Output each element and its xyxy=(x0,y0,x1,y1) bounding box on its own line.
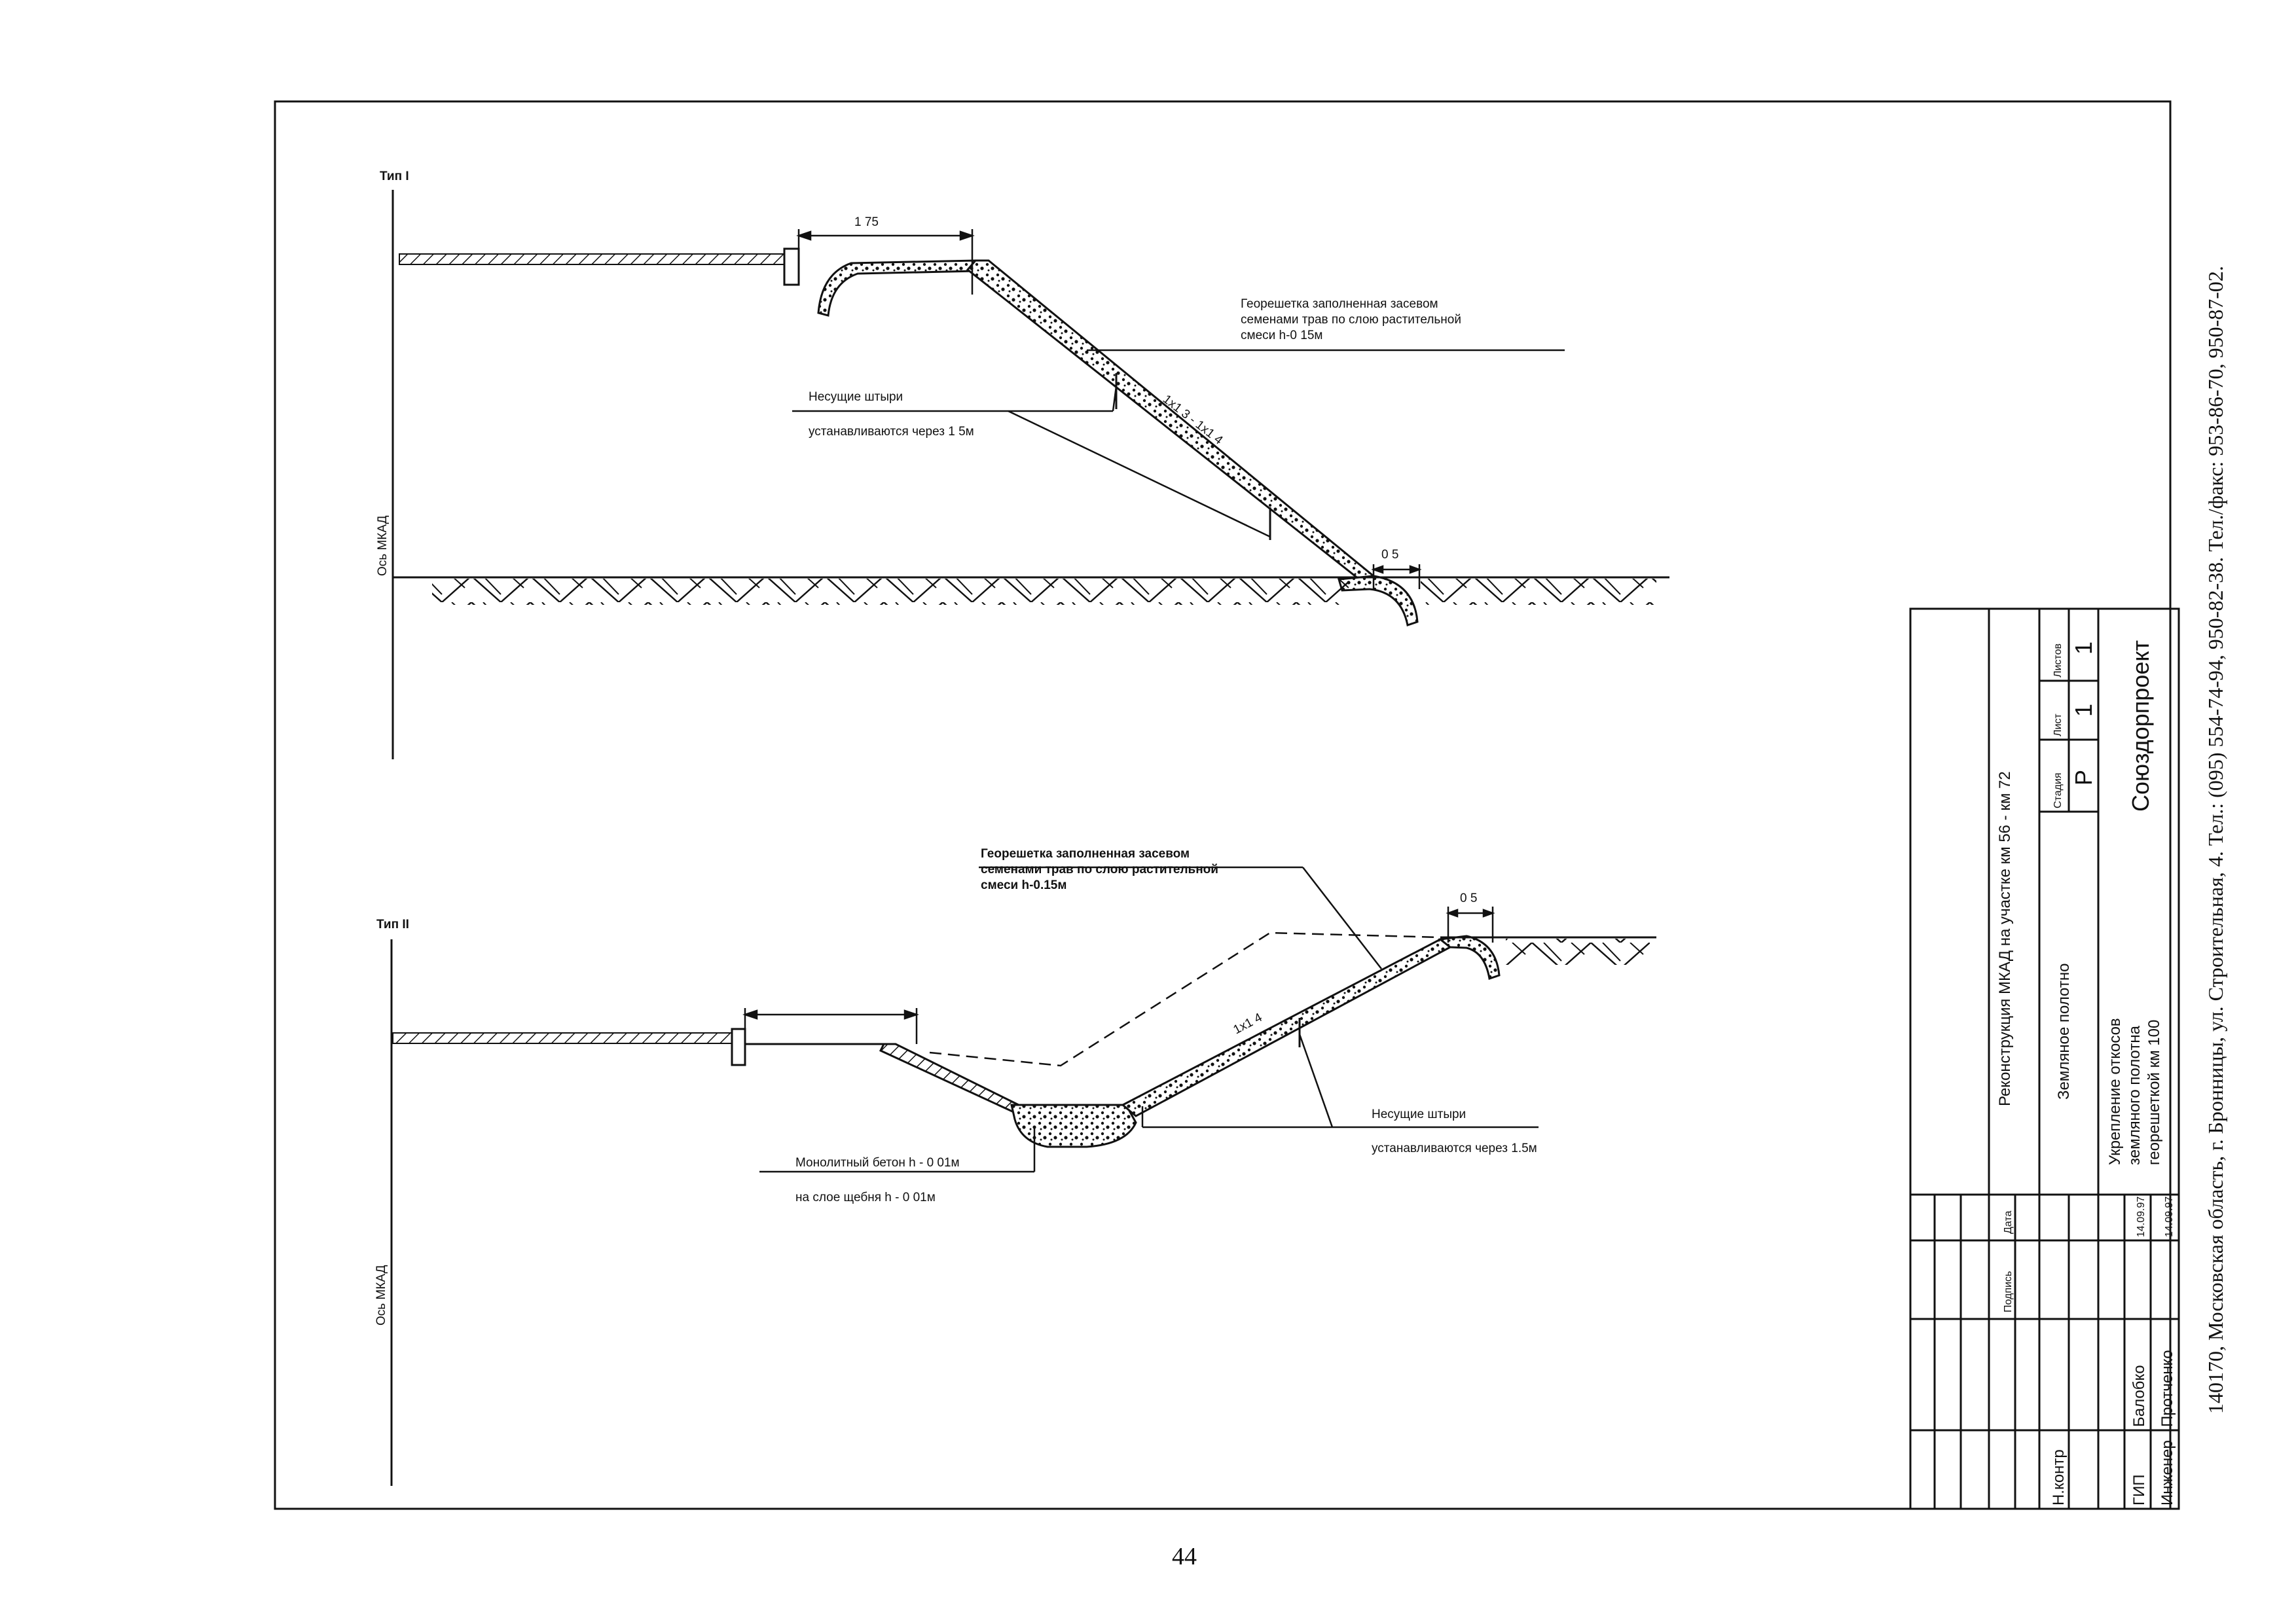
type1-dim-bottom xyxy=(1371,564,1422,589)
type1-ground-hatch xyxy=(432,579,1349,605)
type2-geogrid-leader-d xyxy=(1302,867,1382,969)
page-number: 44 xyxy=(1172,1543,1197,1570)
type1-pins-leader-c xyxy=(1008,410,1271,538)
type2-concrete-line1: Монолитный бетон h - 0 01м xyxy=(795,1156,960,1170)
type2-dim-shoulder xyxy=(742,1008,919,1044)
tb-role-engineer: Инженер xyxy=(2159,1440,2176,1506)
type1-geogrid-line1: Георешетка заполненная засевом xyxy=(1241,297,1438,311)
type1-ground-hatch-right xyxy=(1421,579,1656,605)
type2-pavement xyxy=(392,1032,737,1044)
type2-dim-top xyxy=(1446,907,1495,943)
type1-toe xyxy=(1338,575,1419,626)
tb-stage: Р xyxy=(2070,770,2097,785)
type2-curb xyxy=(731,1028,746,1066)
type2-original-terrain xyxy=(929,931,1441,1067)
sheet-frame xyxy=(274,100,2172,1510)
type2-top-gutter xyxy=(1438,935,1501,980)
type1-geogrid-line2: семенами трав по слою растительной xyxy=(1241,313,1461,327)
type2-pins-leader-d xyxy=(1298,1034,1334,1128)
type1-dim-bottom-label: 0 5 xyxy=(1381,548,1398,562)
type2-geogrid-line3: смеси h-0.15м xyxy=(981,878,1066,892)
type2-title: Тип II xyxy=(376,918,409,931)
type1-pavement xyxy=(399,253,790,265)
tb-drawing-line3: георешеткой км 100 xyxy=(2145,1020,2163,1165)
tb-date-header: Дата xyxy=(2003,1210,2014,1234)
tb-company: Союздорпроект xyxy=(2127,640,2154,812)
tb-drawing-line1: Укрепление откосов xyxy=(2106,1018,2124,1165)
tb-header-sheets: Листов xyxy=(2052,643,2064,677)
type1-pins-line1: Несущие штыри xyxy=(809,390,903,404)
type2-geogrid-line2: семенами трав по слою растительной xyxy=(981,863,1218,876)
type1-gutter xyxy=(817,259,977,317)
type2-dim-top-label: 0 5 xyxy=(1460,892,1477,905)
tb-sheet: 1 xyxy=(2070,704,2097,717)
tb-project: Реконструкция МКАД на участке км 56 - км… xyxy=(1996,771,2014,1106)
tb-name-gip: Балобко xyxy=(2130,1365,2148,1427)
type1-curb xyxy=(783,247,800,286)
tb-header-sheet: Лист xyxy=(2052,713,2064,736)
type1-section: Тип I Ось МКАД 1 75 0 5 xyxy=(376,170,1669,759)
type1-geogrid-line3: смеси h-0 15м xyxy=(1241,329,1322,342)
title-block-text: Реконструкция МКАД на участке км 56 - км… xyxy=(1996,640,2176,1506)
type2-geogrid-line1: Георешетка заполненная засевом xyxy=(981,847,1190,861)
type1-dim-top xyxy=(796,229,975,295)
tb-date-engineer: 14.09.97 xyxy=(2164,1197,2175,1237)
company-address: 140170, Московская область, г. Бронницы,… xyxy=(2204,266,2227,1414)
tb-name-engineer: Протченко xyxy=(2159,1350,2176,1427)
type1-dim-top-label: 1 75 xyxy=(854,215,879,229)
type1-axis-label: Ось МКАД xyxy=(376,515,390,576)
tb-sheets: 1 xyxy=(2070,641,2097,655)
type2-axis-label: Ось МКАД xyxy=(374,1265,388,1326)
title-block xyxy=(1909,607,2180,1510)
type2-section: Тип II Ось МКАД xyxy=(374,847,1656,1486)
type1-title: Тип I xyxy=(380,170,409,183)
type1-pins-line2: устанавливаются через 1 5м xyxy=(809,425,974,439)
tb-drawing-line2: земляного полотна xyxy=(2126,1025,2143,1165)
type2-pins-line2: устанавливаются через 1.5м xyxy=(1372,1142,1537,1155)
type2-ditch-bottom xyxy=(1010,1104,1137,1148)
type2-pins-line1: Несущие штыри xyxy=(1372,1108,1466,1121)
type2-slope xyxy=(1121,938,1452,1117)
tb-date-gip: 14.09.97 xyxy=(2136,1197,2147,1237)
tb-role-nkontr: Н.контр xyxy=(2050,1449,2068,1506)
tb-sign-header: Подпись xyxy=(2003,1271,2014,1312)
type2-concrete-line2: на слое щебня h - 0 01м xyxy=(795,1191,936,1204)
tb-header-stage: Стадия xyxy=(2052,772,2064,808)
tb-section: Земляное полотно xyxy=(2055,964,2073,1100)
type2-ground-hatch xyxy=(1506,939,1650,965)
tb-role-gip: ГИП xyxy=(2130,1475,2148,1506)
